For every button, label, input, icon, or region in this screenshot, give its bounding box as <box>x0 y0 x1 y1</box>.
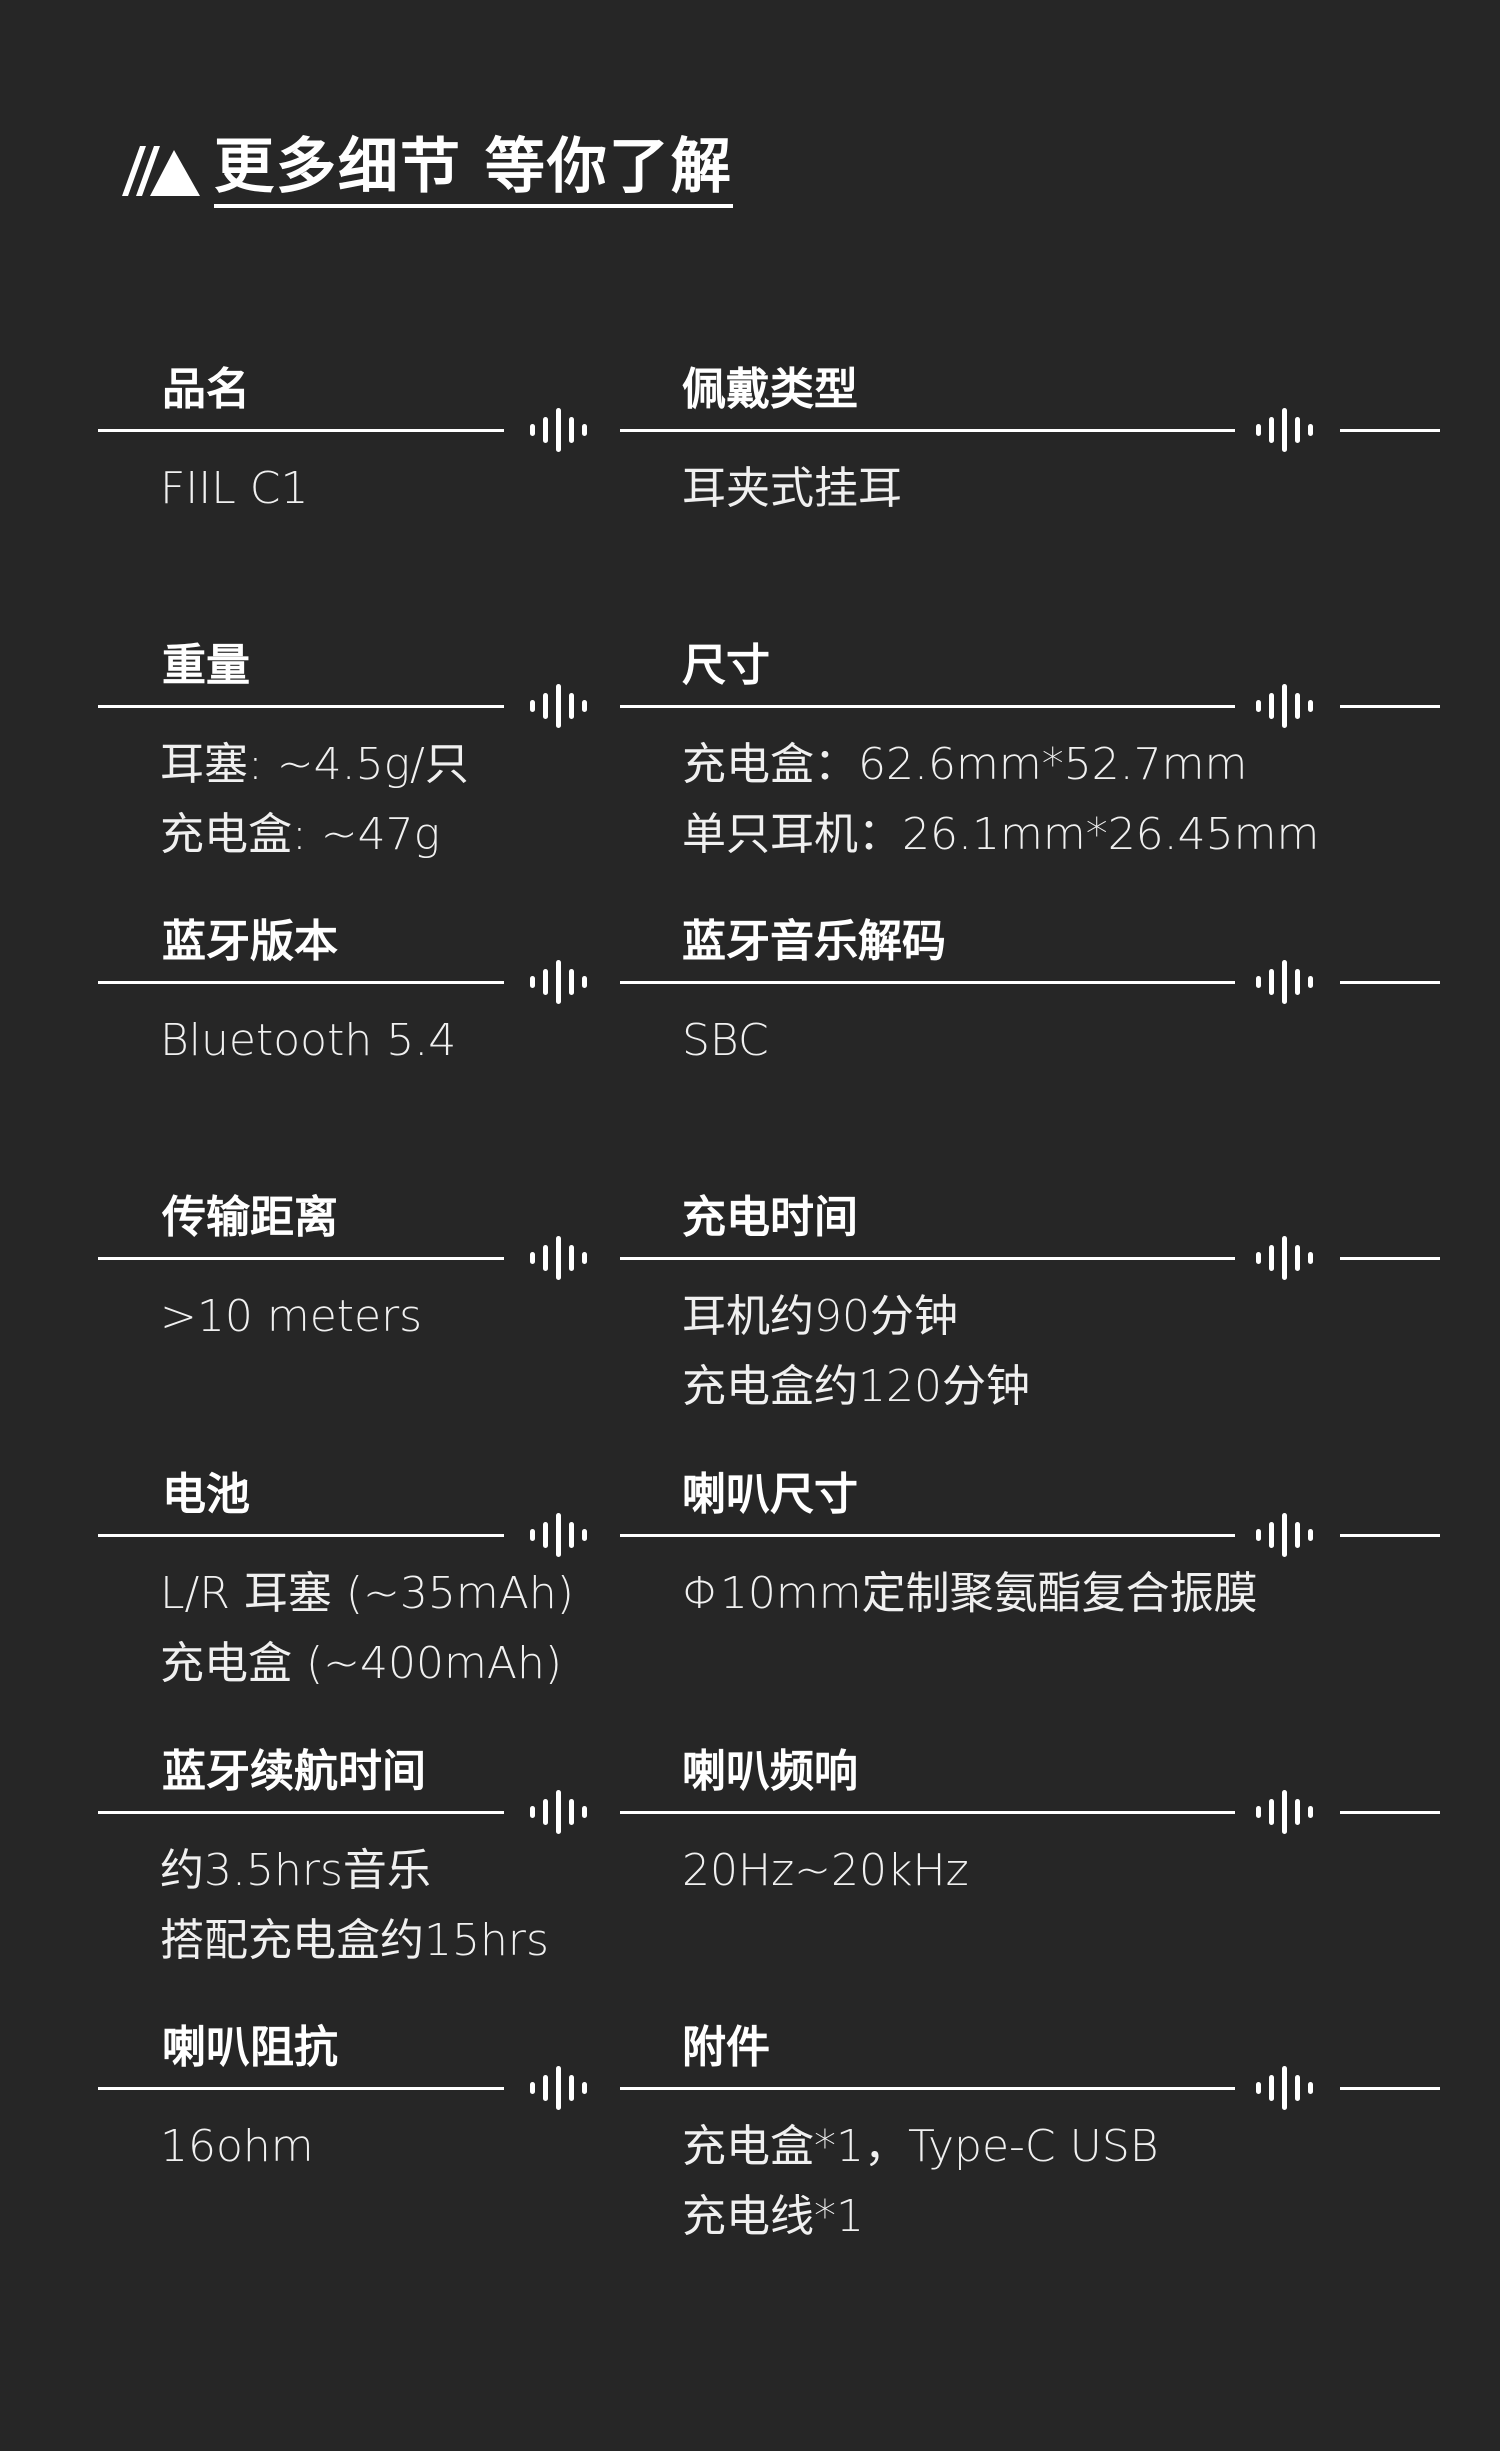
spec-value: FIIL C1 <box>160 463 309 514</box>
spec-label: 蓝牙续航时间 <box>162 1746 426 1797</box>
spec-label: 喇叭尺寸 <box>682 1469 858 1520</box>
spec-item: 尺寸 充电盒：62.6mm*52.7mm 单只耳机：26.1mm*26.45mm <box>620 638 1500 878</box>
spec-value: 约3.5hrs音乐 搭配充电盒约15hrs <box>160 1845 549 1966</box>
divider <box>98 1534 504 1537</box>
spec-label: 传输距离 <box>162 1192 338 1243</box>
sound-wave-icon <box>530 1790 587 1834</box>
spec-item: 品名 FIIL C1 <box>0 362 750 602</box>
spec-value: 充电盒：62.6mm*52.7mm 单只耳机：26.1mm*26.45mm <box>682 739 1320 860</box>
divider <box>98 1811 504 1814</box>
divider <box>1340 705 1440 708</box>
spec-value: Φ10mm定制聚氨酯复合振膜 <box>682 1568 1258 1619</box>
divider <box>98 2087 504 2090</box>
spec-value: 耳夹式挂耳 <box>682 463 902 514</box>
divider <box>98 981 504 984</box>
spec-value: 耳机约90分钟 充电盒约120分钟 <box>682 1291 1030 1412</box>
spec-item: 蓝牙音乐解码 SBC <box>620 914 1500 1154</box>
divider <box>1340 1534 1440 1537</box>
sound-wave-icon <box>530 684 587 728</box>
sound-wave-icon <box>530 408 587 452</box>
spec-value: SBC <box>682 1015 769 1066</box>
divider <box>620 1811 1235 1814</box>
spec-item: 喇叭阻抗 16ohm <box>0 2020 750 2260</box>
divider <box>98 1257 504 1260</box>
spec-label: 佩戴类型 <box>682 364 858 415</box>
divider <box>620 429 1235 432</box>
spec-value: 16ohm <box>160 2121 314 2172</box>
divider <box>620 1534 1235 1537</box>
spec-item: 重量 耳塞: ~4.5g/只 充电盒: ~47g <box>0 638 750 878</box>
spec-item: 传输距离 >10 meters <box>0 1190 750 1430</box>
spec-item: 喇叭频响 20Hz~20kHz <box>620 1744 1500 1984</box>
spec-item: 充电时间 耳机约90分钟 充电盒约120分钟 <box>620 1190 1500 1430</box>
sound-wave-icon <box>530 1236 587 1280</box>
spec-label: 喇叭阻抗 <box>162 2022 338 2073</box>
sound-wave-icon <box>1256 960 1313 1004</box>
divider <box>620 2087 1235 2090</box>
spec-item: 蓝牙版本 Bluetooth 5.4 <box>0 914 750 1154</box>
spec-label: 尺寸 <box>682 640 770 691</box>
sound-wave-icon <box>1256 684 1313 728</box>
divider <box>1340 2087 1440 2090</box>
spec-label: 品名 <box>162 364 250 415</box>
page-title: 更多细节 等你了解 <box>214 132 733 208</box>
spec-value: 耳塞: ~4.5g/只 充电盒: ~47g <box>160 739 469 860</box>
divider <box>620 705 1235 708</box>
spec-item: 喇叭尺寸 Φ10mm定制聚氨酯复合振膜 <box>620 1467 1500 1707</box>
spec-label: 喇叭频响 <box>682 1746 858 1797</box>
divider <box>1340 981 1440 984</box>
sound-wave-icon <box>1256 1790 1313 1834</box>
sound-wave-icon <box>530 1513 587 1557</box>
sound-wave-icon <box>1256 1236 1313 1280</box>
spec-item: 佩戴类型 耳夹式挂耳 <box>620 362 1500 602</box>
divider <box>98 705 504 708</box>
sound-wave-icon <box>530 2066 587 2110</box>
page-header: 更多细节 等你了解 <box>122 128 733 212</box>
divider <box>620 981 1235 984</box>
slash-triangle-logo-icon <box>122 146 200 196</box>
spec-value: L/R 耳塞 (~35mAh) 充电盒 (~400mAh) <box>160 1568 574 1689</box>
spec-value: 充电盒*1，Type-C USB 充电线*1 <box>682 2121 1159 2242</box>
spec-label: 重量 <box>162 640 250 691</box>
spec-label: 蓝牙音乐解码 <box>682 916 946 967</box>
divider <box>98 429 504 432</box>
spec-label: 蓝牙版本 <box>162 916 338 967</box>
spec-item: 蓝牙续航时间 约3.5hrs音乐 搭配充电盒约15hrs <box>0 1744 750 1984</box>
spec-label: 充电时间 <box>682 1192 858 1243</box>
divider <box>1340 1811 1440 1814</box>
spec-value: >10 meters <box>160 1291 423 1342</box>
divider <box>620 1257 1235 1260</box>
spec-label: 电池 <box>162 1469 250 1520</box>
spec-item: 附件 充电盒*1，Type-C USB 充电线*1 <box>620 2020 1500 2260</box>
spec-value: Bluetooth 5.4 <box>160 1015 457 1066</box>
sound-wave-icon <box>1256 2066 1313 2110</box>
spec-label: 附件 <box>682 2022 770 2073</box>
sound-wave-icon <box>530 960 587 1004</box>
sound-wave-icon <box>1256 1513 1313 1557</box>
sound-wave-icon <box>1256 408 1313 452</box>
divider <box>1340 429 1440 432</box>
spec-item: 电池 L/R 耳塞 (~35mAh) 充电盒 (~400mAh) <box>0 1467 750 1707</box>
spec-value: 20Hz~20kHz <box>682 1845 969 1896</box>
divider <box>1340 1257 1440 1260</box>
